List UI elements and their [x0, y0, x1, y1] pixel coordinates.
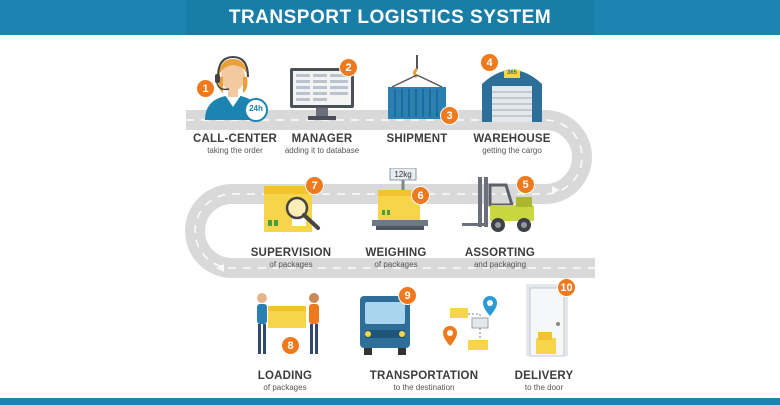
step-subtitle: taking the order [207, 146, 263, 155]
step-title: SHIPMENT [386, 133, 448, 145]
road-arrow-2 [216, 264, 224, 272]
route-map-icon [443, 296, 497, 350]
step-title: TRANSPORTATION [369, 370, 479, 382]
step-subtitle: and packaging [473, 260, 527, 269]
step-2-label: MANAGER adding it to database [257, 133, 387, 156]
road-arrow-1 [552, 186, 560, 194]
step-subtitle: getting the cargo [482, 146, 542, 155]
truck-icon [360, 296, 410, 355]
step-7-label: SUPERVISION of packages [226, 247, 356, 270]
step-subtitle: adding it to database [284, 146, 360, 155]
step-subtitle: to the door [524, 383, 564, 392]
forklift-icon [462, 177, 534, 232]
step-5-label: ASSORTING and packaging [435, 247, 565, 270]
step-8-badge: 8 [281, 336, 300, 355]
title-bar: TRANSPORT LOGISTICS SYSTEM [0, 0, 780, 35]
step-title: ASSORTING [464, 247, 536, 259]
magnifier-icon [264, 186, 320, 232]
step-4-label: WAREHOUSE getting the cargo [447, 133, 577, 156]
step-10-label: DELIVERY to the door [479, 370, 609, 393]
step-9-badge: 9 [398, 286, 417, 305]
step-title: LOADING [257, 370, 313, 382]
step-subtitle: of packages [269, 260, 313, 269]
warehouse-icon [482, 70, 542, 122]
step-6-badge: 6 [411, 186, 430, 205]
warehouse-sign-text: 365 [506, 70, 517, 76]
clock-icon [244, 98, 268, 122]
step-title: WAREHOUSE [473, 133, 551, 145]
handover-icon [257, 293, 319, 354]
step-subtitle: of packages [263, 383, 307, 392]
headset-badge-text: 24h [249, 104, 263, 113]
step-9-label: TRANSPORTATION to the destination [359, 370, 489, 393]
step-3-label: SHIPMENT [352, 133, 482, 146]
step-6-label: WEIGHING of packages [331, 247, 461, 270]
step-1-badge: 1 [196, 79, 215, 98]
step-title: DELIVERY [514, 370, 574, 382]
operator-icon [205, 55, 261, 120]
step-1-label: CALL-CENTER taking the order [170, 133, 300, 156]
step-2-badge: 2 [339, 58, 358, 77]
step-title: SUPERVISION [250, 247, 332, 259]
page-title: TRANSPORT LOGISTICS SYSTEM [228, 6, 552, 28]
computer-icon [290, 68, 354, 120]
step-8-label: LOADING of packages [220, 370, 350, 393]
door-icon [526, 284, 568, 357]
step-5-badge: 5 [516, 175, 535, 194]
step-title: CALL-CENTER [193, 133, 277, 145]
bottom-bar [0, 398, 780, 405]
step-7-badge: 7 [305, 176, 324, 195]
scale-reading-text: 12kg [394, 170, 412, 179]
step-4-badge: 4 [480, 53, 499, 72]
step-10-badge: 10 [557, 278, 576, 297]
step-title: WEIGHING [365, 247, 427, 259]
title-band [186, 0, 594, 35]
step-subtitle: of packages [374, 260, 418, 269]
step-title: MANAGER [291, 133, 353, 145]
scale-icon [372, 168, 428, 230]
container-icon [388, 55, 446, 119]
step-3-badge: 3 [440, 106, 459, 125]
step-subtitle: to the destination [393, 383, 455, 392]
